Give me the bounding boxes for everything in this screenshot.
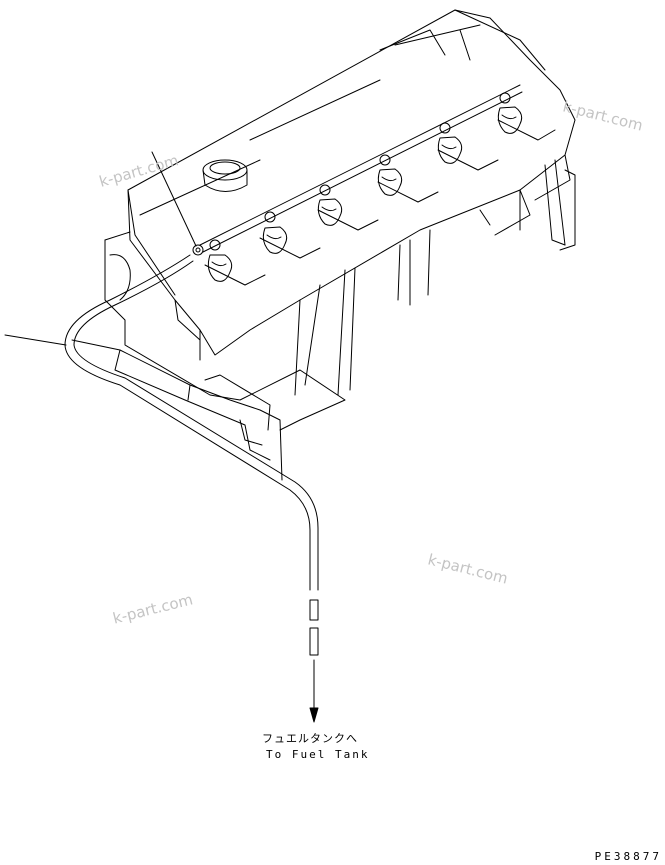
cylinder-head-cover	[127, 9, 576, 356]
destination-label-english: To Fuel Tank	[266, 748, 370, 761]
injector-2	[262, 211, 288, 254]
injector-1	[207, 239, 233, 282]
injector-3	[317, 184, 343, 226]
drawing-code: PE38877	[594, 850, 662, 863]
leader-line-hose	[4, 334, 67, 346]
destination-label-japanese: フュエルタンクへ	[262, 732, 358, 745]
injector-4	[377, 154, 403, 196]
injector-assemblies	[192, 84, 556, 286]
fuel-return-hose	[64, 254, 319, 723]
injector-6	[497, 92, 523, 134]
injector-5	[437, 122, 463, 164]
leader-line-injector-return	[151, 151, 197, 247]
